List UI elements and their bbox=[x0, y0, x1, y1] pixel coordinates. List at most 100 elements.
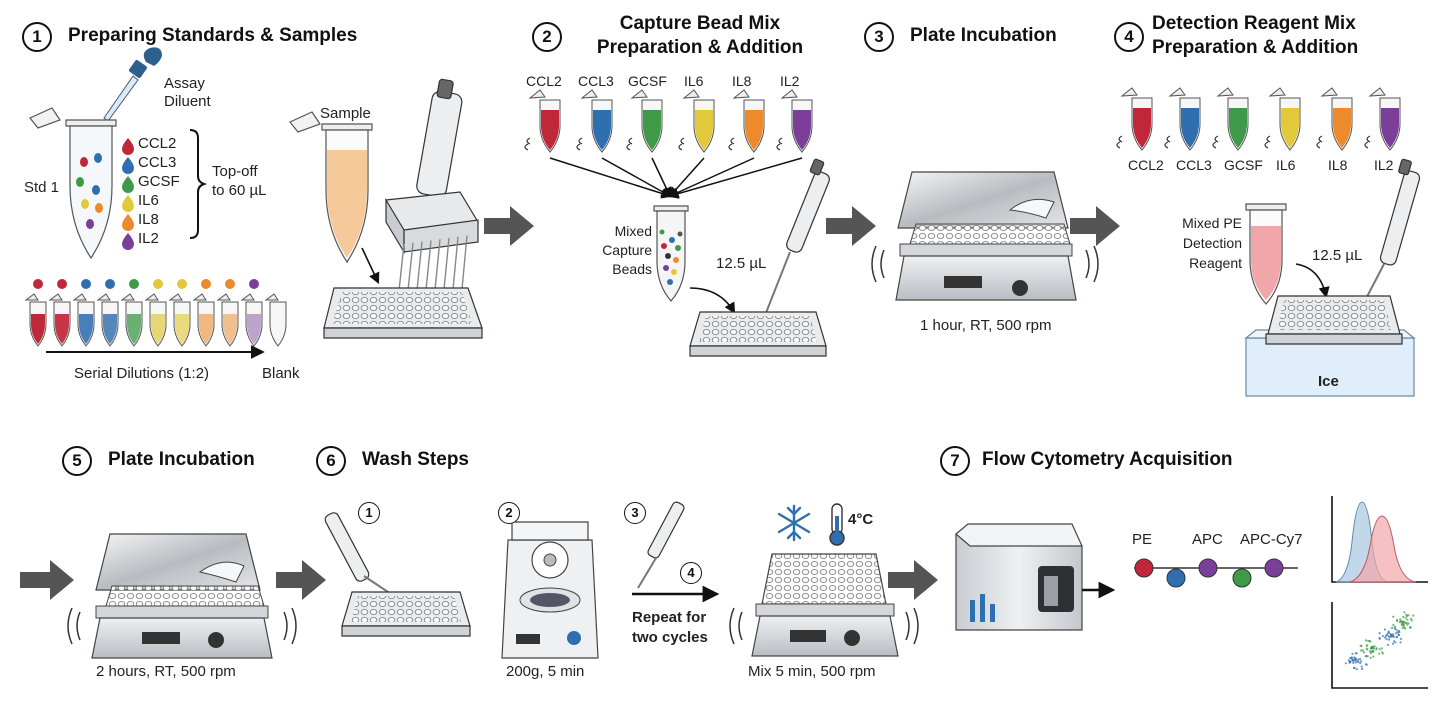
tube-cap bbox=[168, 293, 183, 301]
scatter-point bbox=[1369, 656, 1372, 660]
scatter-point bbox=[1393, 625, 1396, 628]
pipette-step4 bbox=[1355, 158, 1421, 319]
scatter-point bbox=[1369, 647, 1372, 650]
dilution-liquid bbox=[79, 314, 93, 344]
dilution-liquid bbox=[31, 314, 45, 344]
analyte-label-ccl3: CCL3 bbox=[138, 154, 177, 171]
step-number-4: 4 bbox=[1114, 22, 1144, 52]
tube-liquid bbox=[745, 110, 763, 150]
scatter-point bbox=[1402, 615, 1405, 619]
tube-cap bbox=[120, 293, 135, 301]
scatter-point bbox=[1361, 667, 1364, 671]
dilution-liquid bbox=[175, 314, 189, 344]
step-5-title: Plate Incubation bbox=[108, 449, 255, 470]
wash-pipette bbox=[324, 512, 401, 601]
vortex-mark bbox=[1116, 135, 1123, 149]
scatter-point bbox=[1400, 620, 1403, 623]
scatter-point bbox=[1384, 636, 1387, 639]
analyte-label-ccl2: CCL2 bbox=[138, 135, 177, 152]
standard-tube-drops bbox=[76, 153, 103, 229]
scatter-point bbox=[1390, 635, 1393, 638]
histogram-plot bbox=[1331, 496, 1428, 583]
bead-arrow bbox=[549, 157, 673, 199]
scatter-point bbox=[1396, 631, 1399, 634]
tube-cap bbox=[1368, 87, 1386, 97]
tube-cap bbox=[732, 89, 750, 99]
bead-arrows bbox=[549, 157, 803, 199]
tube-cap bbox=[144, 293, 159, 301]
topoff-label-2: to 60 µL bbox=[212, 182, 267, 199]
scatter-point bbox=[1409, 626, 1412, 629]
bead-tube-label-il2: IL2 bbox=[780, 73, 800, 89]
dilution-liquid bbox=[247, 314, 261, 344]
scatter-point bbox=[1378, 648, 1381, 651]
temperature-label: 4°C bbox=[848, 511, 874, 528]
scatter-point bbox=[1354, 661, 1357, 664]
dilution-dot bbox=[129, 279, 139, 289]
step-2-title-line1: Capture Bead Mix bbox=[619, 13, 781, 34]
scatter-point bbox=[1410, 619, 1413, 622]
step-4-title-line1: Detection Reagent Mix bbox=[1152, 13, 1356, 34]
scatter-point bbox=[1386, 632, 1389, 635]
scatter-point bbox=[1378, 652, 1381, 655]
step-2-title-line2: Preparation & Addition bbox=[596, 37, 804, 58]
scatter-point bbox=[1360, 665, 1363, 668]
tube-cap bbox=[72, 293, 87, 301]
analyte-drop-icon bbox=[122, 176, 134, 193]
dropper-icon bbox=[100, 47, 162, 127]
dilution-dot bbox=[57, 279, 67, 289]
step-number-7: 7 bbox=[940, 446, 970, 476]
dot-plot bbox=[1331, 602, 1428, 689]
flow-cytometer bbox=[955, 523, 1083, 631]
dilution-dot bbox=[81, 279, 91, 289]
tube-liquid bbox=[1181, 108, 1199, 148]
assay-diluent-label-2: Diluent bbox=[164, 93, 211, 110]
vortex-mark bbox=[1316, 135, 1323, 149]
scatter-point bbox=[1378, 637, 1381, 640]
scatter-point bbox=[1403, 626, 1406, 629]
vortex-mark bbox=[576, 137, 583, 151]
sample-tube bbox=[289, 111, 373, 264]
vortex-mark bbox=[728, 137, 735, 151]
shaker-step6 bbox=[729, 553, 919, 657]
scatter-point bbox=[1353, 656, 1356, 659]
scatter-point bbox=[1398, 621, 1402, 624]
tube-cap bbox=[1216, 87, 1234, 97]
scatter-point bbox=[1372, 655, 1375, 658]
repeat-pipette bbox=[637, 501, 685, 589]
scatter-point bbox=[1354, 652, 1357, 655]
vortex-mark bbox=[524, 137, 531, 151]
step-3-title: Plate Incubation bbox=[910, 25, 1057, 46]
scatter-point bbox=[1406, 615, 1409, 618]
bead-arrow bbox=[601, 157, 672, 198]
scatter-point bbox=[1370, 650, 1373, 653]
dilution-tube bbox=[269, 301, 287, 347]
pipette-step2 bbox=[759, 158, 830, 329]
analyte-label-il6: IL6 bbox=[138, 192, 159, 209]
microplate-step4 bbox=[1265, 295, 1403, 345]
bead-arrow bbox=[651, 157, 672, 198]
scatter-point bbox=[1365, 644, 1368, 647]
analyte-drop-icon bbox=[122, 214, 134, 231]
scatter-point bbox=[1397, 633, 1400, 636]
mix-label: Mix 5 min, 500 rpm bbox=[748, 663, 876, 680]
step-7-title: Flow Cytometry Acquisition bbox=[982, 449, 1233, 470]
pe-volume-arrow bbox=[1295, 263, 1330, 299]
bracket bbox=[189, 129, 208, 239]
scatter-point bbox=[1394, 627, 1397, 630]
analyte-drop-icon bbox=[122, 233, 134, 250]
step-number-2: 2 bbox=[532, 22, 562, 52]
bead-arrow bbox=[667, 157, 803, 199]
scatter-point bbox=[1369, 640, 1372, 643]
capture-volume-label: 12.5 µL bbox=[716, 255, 767, 272]
scatter-point bbox=[1350, 656, 1353, 659]
dilution-dot bbox=[249, 279, 259, 289]
scatter-point bbox=[1352, 661, 1355, 665]
bead-tube-label-ccl3: CCL3 bbox=[578, 73, 614, 89]
dilution-liquid bbox=[127, 314, 141, 344]
ice-label: Ice bbox=[1318, 373, 1339, 390]
vortex-mark bbox=[1264, 135, 1271, 149]
multichannel-pipette bbox=[385, 78, 479, 255]
tube-cap bbox=[1320, 87, 1338, 97]
